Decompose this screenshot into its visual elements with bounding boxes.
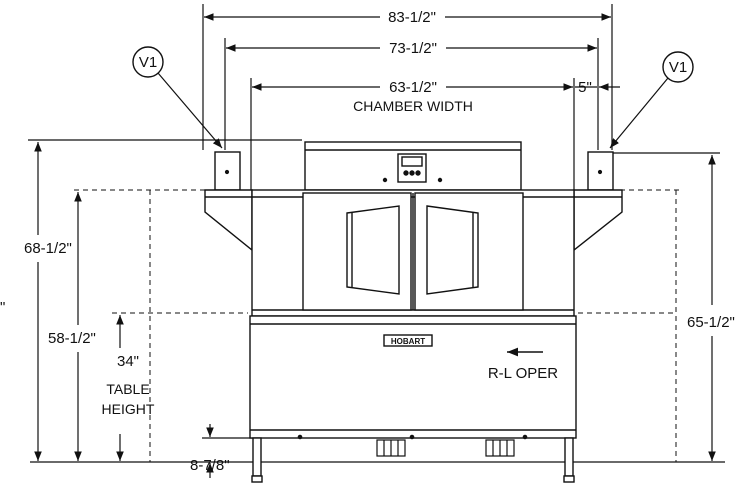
drain-fixtures [376, 439, 515, 457]
height-left-total-label: 68-1/2" [24, 240, 72, 257]
table-height-line1: TABLE [106, 381, 149, 397]
vent-callout-left: V1 [132, 46, 223, 149]
vent-callout-right: V1 [609, 51, 694, 149]
width-73-label: 73-1/2" [389, 40, 437, 57]
table-height-value: 34" [117, 353, 139, 370]
legs [251, 437, 575, 483]
height-left-inner-label: 58-1/2" [48, 330, 96, 347]
dim-73-width [224, 38, 599, 150]
side-offset-label: 5" [578, 79, 592, 96]
dim-height-left-total [28, 139, 302, 461]
overall-width-label: 83-1/2" [388, 9, 436, 26]
operation-direction-label: R-L OPER [488, 365, 558, 382]
door-window-left [346, 205, 400, 295]
cut-off-fragment: " [0, 299, 5, 316]
nameplate-text: HOBART [391, 337, 425, 346]
dim-height-right-total [612, 152, 720, 461]
leg-clearance-label: 8-7/8" [190, 457, 230, 474]
dim-chamber-width [250, 78, 620, 205]
chamber-width-label: CHAMBER WIDTH [353, 98, 473, 114]
chamber-width-value: 63-1/2" [389, 79, 437, 96]
side-hood-right [573, 189, 623, 252]
nameplate [383, 334, 433, 347]
vent-left-label: V1 [139, 54, 157, 71]
vent-right-label: V1 [669, 59, 687, 76]
machine [204, 141, 623, 440]
height-right-total-label: 65-1/2" [687, 314, 735, 331]
side-hood-left [204, 189, 253, 252]
dim-leg-clearance [202, 424, 255, 478]
door-window-right [426, 205, 479, 295]
table-height-line2: HEIGHT [102, 401, 155, 417]
operation-direction: R-L OPER [488, 347, 558, 382]
